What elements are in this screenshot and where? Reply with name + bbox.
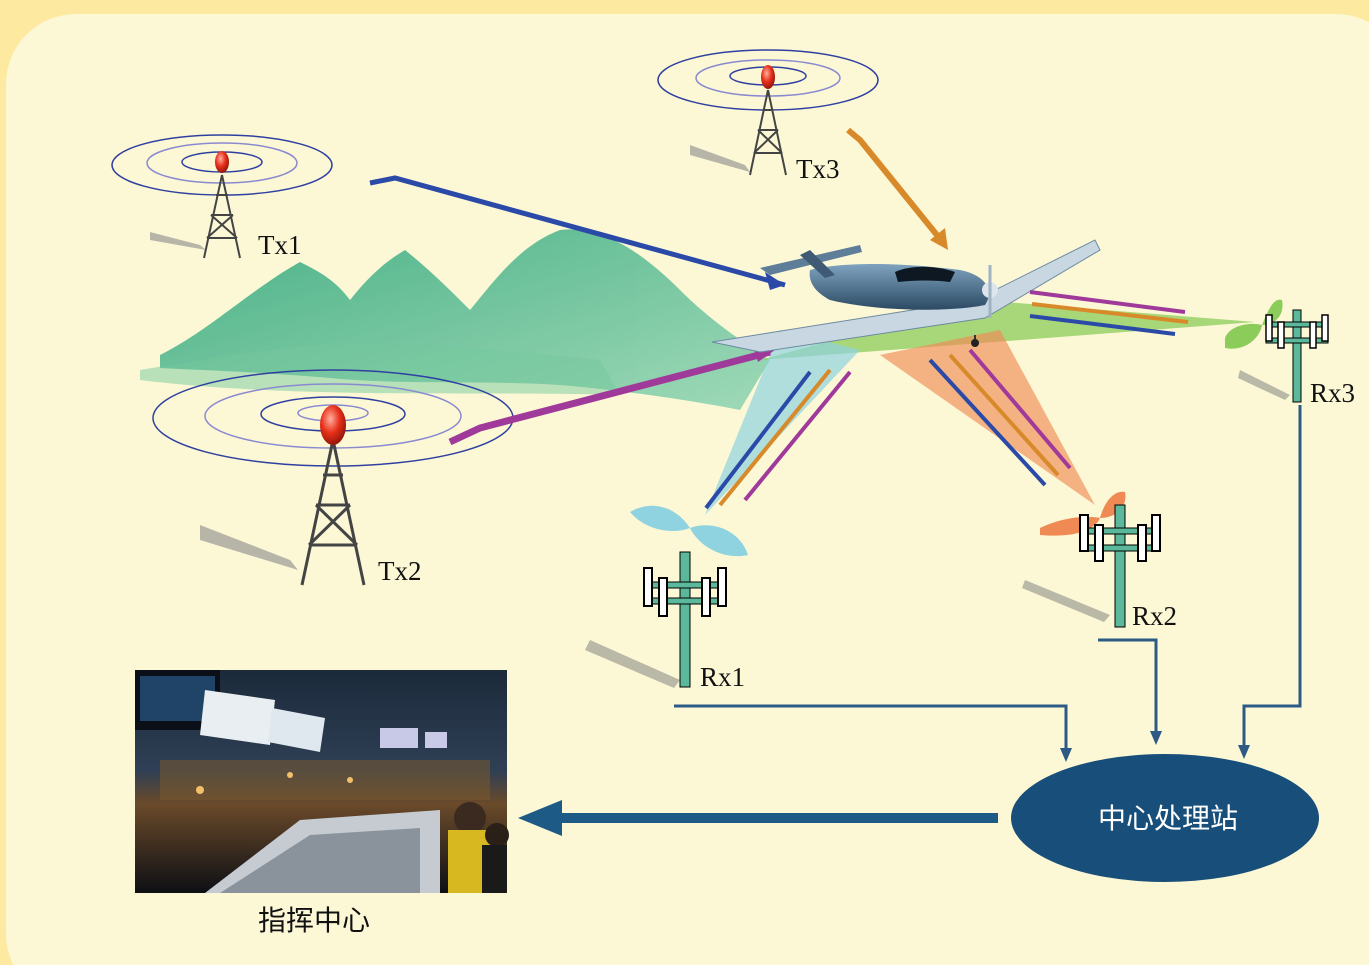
rx1-beam <box>705 330 860 515</box>
rx2-receiver: Rx2 <box>1022 491 1177 631</box>
illumination-arrows <box>369 127 948 446</box>
tx1-arrow <box>369 175 786 288</box>
rx1-receiver: Rx1 <box>585 505 748 692</box>
receiver-antenna-icon <box>1079 504 1161 628</box>
tx2-label: Tx2 <box>378 556 422 586</box>
rx3-link <box>1242 405 1302 752</box>
tx1-tower: Tx1 <box>111 134 333 260</box>
echo-arrows-rx3 <box>1029 290 1189 336</box>
tx3-arrow <box>846 127 948 247</box>
transmitter-tower-icon <box>749 89 787 176</box>
control-room-photo <box>135 670 509 893</box>
receiver-antenna-icon <box>1265 309 1329 403</box>
tx1-label: Tx1 <box>258 230 302 260</box>
tx2-arrow <box>448 348 771 446</box>
rx2-beam <box>880 330 1095 505</box>
echo-arrows-rx1 <box>704 368 852 510</box>
command-center-label: 指挥中心 <box>258 904 370 937</box>
mountain-icon <box>140 229 770 410</box>
echo-arrows-rx2 <box>928 348 1072 487</box>
rx3-receiver: Rx3 <box>1225 299 1355 408</box>
rx2-link <box>1098 638 1158 738</box>
transmitter-tower-icon <box>203 174 241 259</box>
rx1-link <box>674 704 1068 755</box>
rx1-label: Rx1 <box>700 662 745 692</box>
rx2-label: Rx2 <box>1132 601 1177 631</box>
tx2-tower: Tx2 <box>152 369 514 586</box>
center-station: 中心处理站 <box>1011 754 1319 882</box>
rx3-label: Rx3 <box>1310 378 1355 408</box>
tx3-label: Tx3 <box>796 154 840 184</box>
center-station-label: 中心处理站 <box>1098 802 1238 835</box>
transmitter-tower-icon <box>300 439 366 586</box>
data-links <box>674 405 1302 762</box>
receiver-antenna-icon <box>643 551 727 688</box>
tx3-tower: Tx3 <box>657 49 879 184</box>
aircraft-icon <box>711 239 1101 353</box>
command-link <box>518 800 998 836</box>
